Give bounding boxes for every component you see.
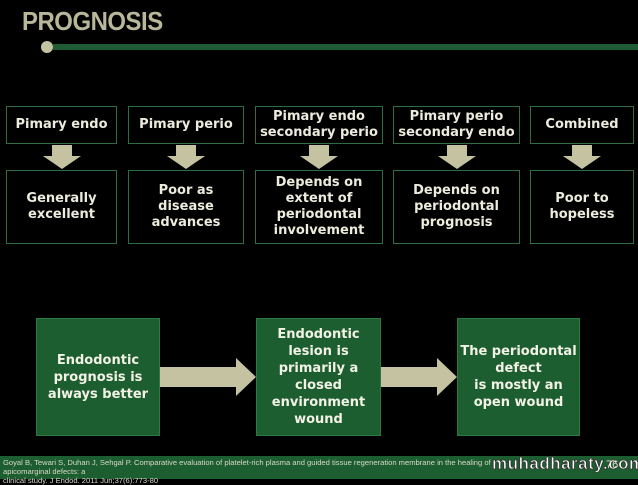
- header-combined: Combined: [530, 106, 634, 144]
- flow-box-closed-environment: Endodontic lesion is primarily a closed …: [256, 318, 381, 436]
- down-arrow-icon: [300, 145, 338, 169]
- outcome-primary-perio-secondary-endo: Depends on periodontal prognosis: [393, 170, 520, 244]
- flow-box-open-wound: The periodontal defect is mostly an open…: [457, 318, 580, 436]
- outcome-primary-endo: Generally excellent: [6, 170, 117, 244]
- header-primary-perio: Pimary perio: [128, 106, 244, 144]
- right-arrow-icon: [160, 358, 256, 396]
- right-arrow-icon: [381, 358, 457, 396]
- watermark: muhadharaty.com: [492, 454, 638, 474]
- header-primary-endo-secondary-perio: Pimary endo secondary perio: [255, 106, 383, 144]
- down-arrow-icon: [438, 145, 476, 169]
- outcome-primary-perio: Poor as disease advances: [128, 170, 244, 244]
- title-rule-line: [53, 44, 638, 50]
- slide-title: PROGNOSIS: [22, 6, 163, 36]
- citation-text: Goyal B, Tewari S, Duhan J, Sehgal P. Co…: [3, 458, 491, 485]
- down-arrow-icon: [167, 145, 205, 169]
- flow-box-endodontic-prognosis: Endodontic prognosis is always better: [36, 318, 160, 436]
- header-primary-endo: Pimary endo: [6, 106, 117, 144]
- outcome-primary-endo-secondary-perio: Depends on extent of periodontal involve…: [255, 170, 383, 244]
- down-arrow-icon: [563, 145, 601, 169]
- header-primary-perio-secondary-endo: Pimary perio secondary endo: [393, 106, 520, 144]
- outcome-combined: Poor to hopeless: [530, 170, 634, 244]
- page-number: 76: [606, 459, 619, 471]
- footer-bar: [0, 456, 638, 479]
- down-arrow-icon: [43, 145, 81, 169]
- title-rule-dot: [41, 41, 53, 53]
